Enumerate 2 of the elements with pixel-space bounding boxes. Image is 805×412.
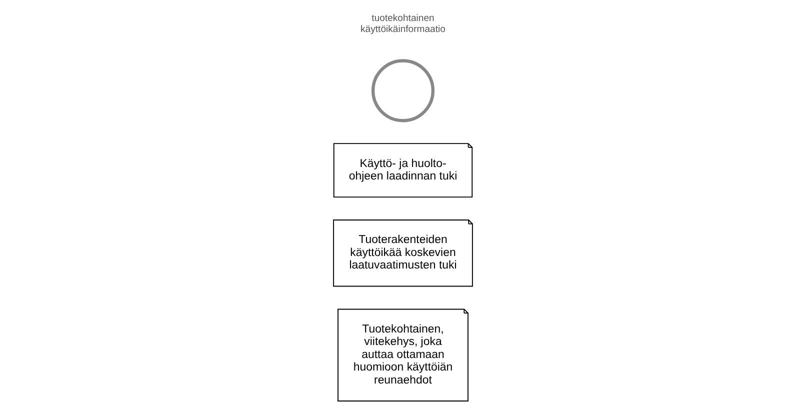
node-circle [370,59,434,122]
label: tuotekohtainen käyttöikäinformaatio [360,13,445,36]
